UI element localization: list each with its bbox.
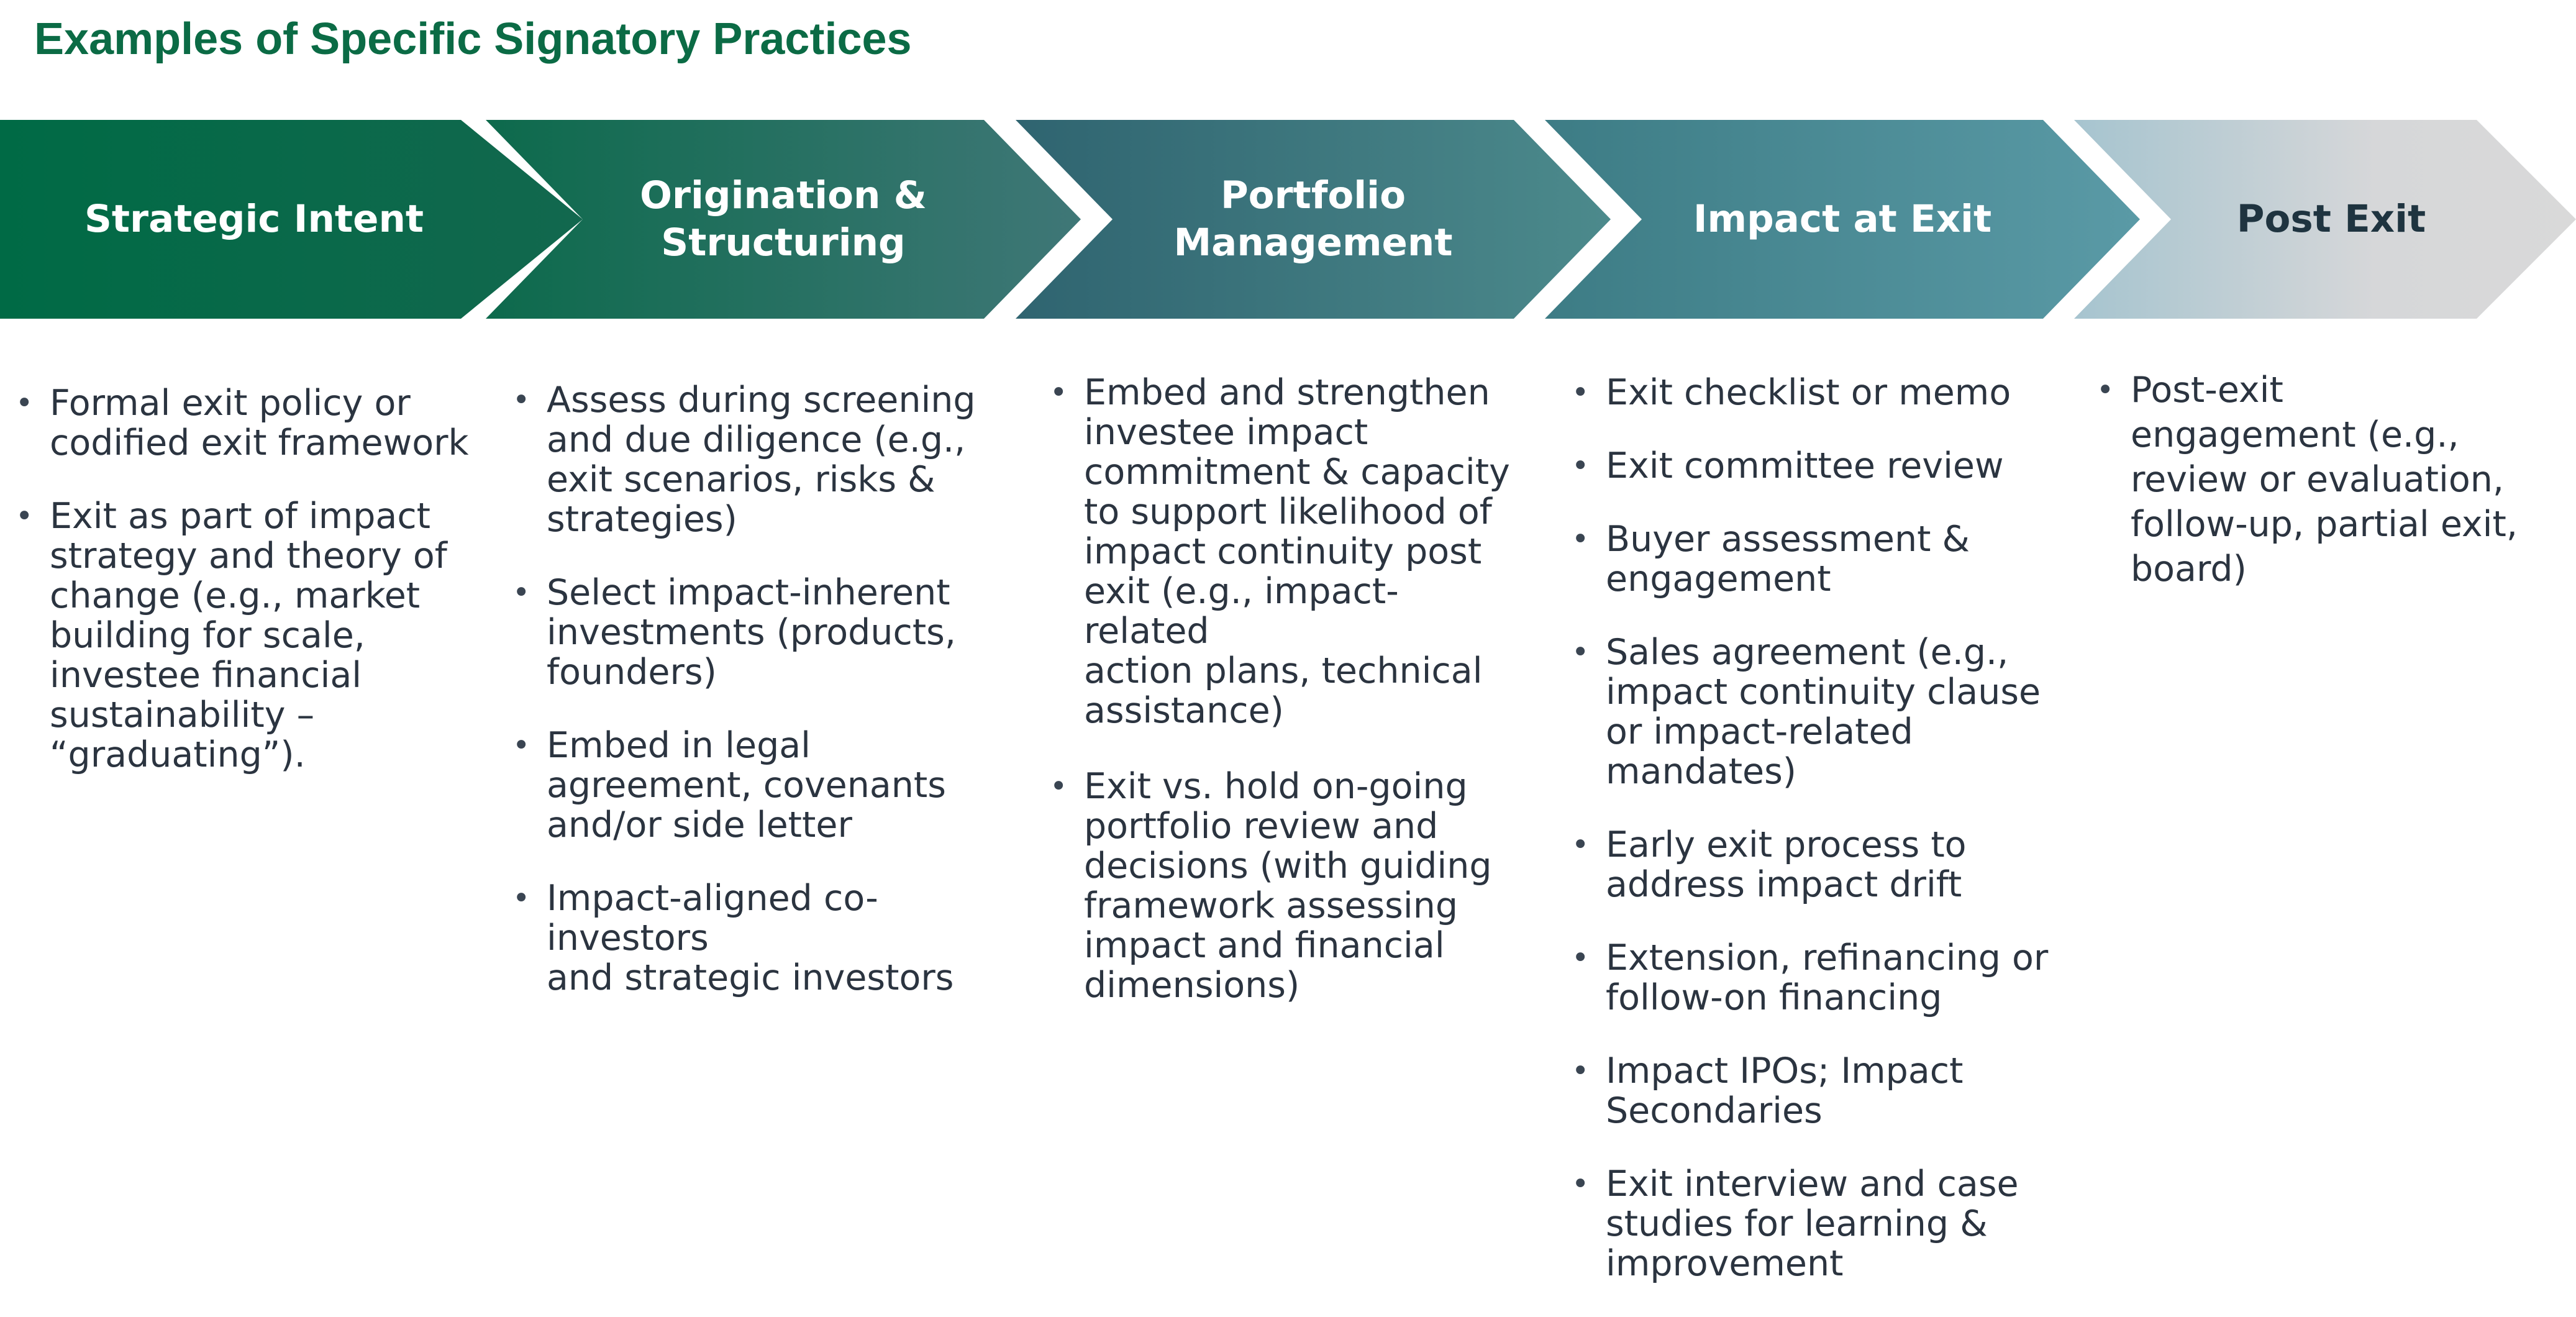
practice-item: Assess during screening and due diligenc…: [512, 380, 985, 539]
practice-item: Buyer assessment & engagement: [1572, 519, 2056, 599]
practice-item: Post-exit engagement (e.g., review or ev…: [2096, 368, 2556, 591]
practice-item: Formal exit policy or codified exit fram…: [16, 383, 469, 463]
practice-list-impact-at-exit: Exit checklist or memo Exit committee re…: [1572, 373, 2056, 1317]
stage-label: Impact at Exit: [1693, 197, 1992, 241]
practice-item: Exit committee review: [1572, 446, 2056, 486]
practice-item: Extension, refinancing or follow-on fina…: [1572, 938, 2056, 1018]
stage-label: Post Exit: [2236, 197, 2426, 241]
stage-arrow-strategic-intent: Strategic Intent: [0, 120, 583, 319]
practice-list-post-exit: Post-exit engagement (e.g., review or ev…: [2096, 368, 2556, 625]
practice-item: Sales agreement (e.g., impact continuity…: [1572, 632, 2056, 791]
practice-item: Select impact-inherent investments (prod…: [512, 573, 985, 692]
practice-item: Impact IPOs; Impact Secondaries: [1572, 1051, 2056, 1131]
stage-arrow-post-exit: Post Exit: [2074, 120, 2576, 319]
stage-label: Portfolio Management: [1173, 173, 1453, 265]
stage-arrow-origination-structuring: Origination & Structuring: [486, 120, 1081, 319]
practice-item: Exit interview and case studies for lear…: [1572, 1164, 2056, 1283]
stage-label: Origination & Structuring: [640, 173, 927, 265]
practice-item: Embed in legal agreement, covenants and/…: [512, 726, 985, 845]
stage-arrow-portfolio-management: Portfolio Management: [1016, 120, 1611, 319]
practice-item: Exit vs. hold on-going portfolio review …: [1050, 767, 1522, 1005]
practice-item: Exit checklist or memo: [1572, 373, 2056, 412]
practice-item: Embed and strengthen investee impact com…: [1050, 373, 1522, 731]
page-title: Examples of Specific Signatory Practices: [34, 14, 912, 64]
practice-item: Impact-aligned co- investors and strateg…: [512, 878, 985, 998]
practice-item: Early exit process to address impact dri…: [1572, 825, 2056, 905]
practice-item: Exit as part of impact strategy and theo…: [16, 496, 469, 775]
stage-label: Strategic Intent: [84, 197, 424, 241]
practice-list-strategic-intent: Formal exit policy or codified exit fram…: [16, 383, 469, 808]
practice-list-portfolio-management: Embed and strengthen investee impact com…: [1050, 373, 1522, 1041]
practice-list-origination-structuring: Assess during screening and due diligenc…: [512, 380, 985, 1031]
stage-arrow-impact-at-exit: Impact at Exit: [1545, 120, 2140, 319]
